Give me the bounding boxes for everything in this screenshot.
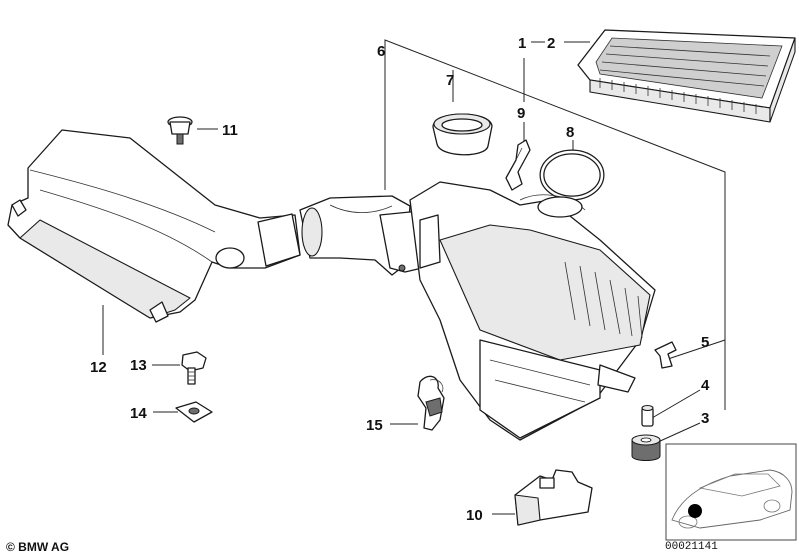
rubber-mount xyxy=(631,434,661,461)
callout-labels: 1 2 6 7 9 8 11 12 13 14 15 5 4 3 10 xyxy=(90,35,710,524)
callout-7: 7 xyxy=(446,72,454,89)
spacer-sleeve xyxy=(641,404,654,427)
callout-10: 10 xyxy=(466,507,483,524)
callout-1: 1 xyxy=(518,35,526,52)
callout-5: 5 xyxy=(701,334,709,351)
bracket xyxy=(514,469,593,526)
callout-4: 4 xyxy=(701,377,710,394)
clip-nut xyxy=(175,401,213,423)
wing-screw xyxy=(654,341,677,369)
hose-clip xyxy=(417,375,445,431)
intake-duct xyxy=(7,129,301,323)
gasket-ring xyxy=(539,149,605,201)
vehicle-location-inset xyxy=(665,443,797,541)
callout-12: 12 xyxy=(90,359,107,376)
leader-lines xyxy=(102,39,726,515)
callout-9: 9 xyxy=(517,105,525,122)
diagram-reference-number: 00021141 xyxy=(665,541,718,553)
hex-bolt xyxy=(181,351,207,385)
location-marker xyxy=(688,504,702,518)
rubber-sleeve xyxy=(432,113,493,156)
callout-2: 2 xyxy=(547,35,555,52)
callout-3: 3 xyxy=(701,410,709,427)
callout-6: 6 xyxy=(377,43,385,60)
push-rivet xyxy=(167,116,193,145)
callout-8: 8 xyxy=(566,124,574,141)
air-cleaner-housing xyxy=(398,181,656,441)
callout-14: 14 xyxy=(130,405,147,422)
air-filter-element xyxy=(577,29,796,123)
copyright-notice: © BMW AG xyxy=(6,540,70,554)
callout-13: 13 xyxy=(130,357,147,374)
clamp xyxy=(505,139,531,191)
callout-15: 15 xyxy=(366,417,383,434)
callout-11: 11 xyxy=(222,122,238,139)
